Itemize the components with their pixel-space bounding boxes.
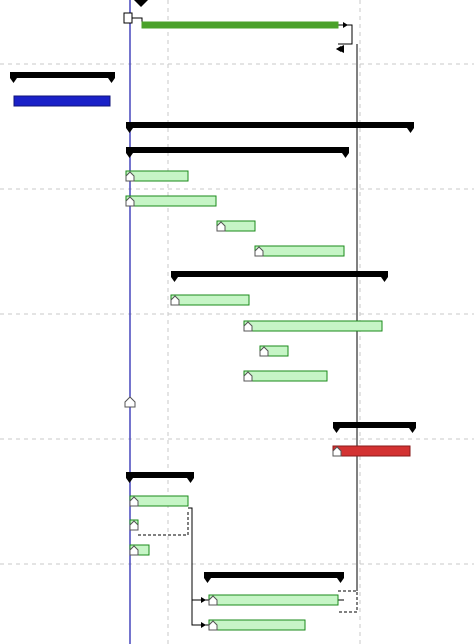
- task-start-marker: [254, 246, 264, 257]
- row-marker-box: [123, 12, 133, 24]
- summary-bar-start-cap: [126, 478, 133, 483]
- summary-bar-start-cap: [126, 153, 133, 158]
- summary-bar-end-cap: [187, 478, 194, 483]
- task-bar[interactable]: [125, 195, 217, 207]
- summary-bar-end-cap: [342, 153, 349, 158]
- bars-layer: [10, 0, 416, 631]
- summary-task-bar-green[interactable]: [141, 21, 339, 29]
- summary-bar[interactable]: [126, 122, 414, 128]
- summary-bar-start-cap: [171, 277, 178, 282]
- summary-bar[interactable]: [10, 72, 115, 78]
- summary-bar[interactable]: [333, 422, 416, 428]
- task-bar[interactable]: [170, 294, 250, 306]
- summary-bar-start-cap: [126, 128, 133, 133]
- summary-bar-end-cap: [381, 277, 388, 282]
- task-start-marker: [243, 321, 253, 332]
- task-start-marker: [125, 171, 135, 182]
- dependency-links: [132, 17, 358, 628]
- summary-bar[interactable]: [204, 572, 344, 578]
- link-loop-right: [338, 24, 353, 45]
- link-dashed-short: [138, 511, 189, 536]
- link-arrow-task-22: [201, 597, 206, 603]
- summary-bar[interactable]: [171, 271, 388, 277]
- task-bar[interactable]: [254, 245, 345, 257]
- summary-bar-start-cap: [204, 578, 211, 583]
- task-start-marker: [259, 346, 269, 357]
- summary-bar-end-cap: [409, 428, 416, 433]
- task-bar[interactable]: [129, 495, 189, 507]
- task-bar[interactable]: [208, 594, 339, 606]
- summary-bar-end-cap: [108, 78, 115, 83]
- task-start-marker: [125, 196, 135, 207]
- task-start-marker: [170, 295, 180, 306]
- task-bar[interactable]: [243, 320, 383, 332]
- summary-bar-start-cap: [10, 78, 17, 83]
- task-start-marker: [243, 371, 253, 382]
- link-dashed-right: [338, 590, 358, 613]
- link-arrow-right: [343, 22, 348, 28]
- task-start-marker: [129, 496, 139, 507]
- task-start-marker: [129, 520, 139, 531]
- blue-task-bar[interactable]: [13, 95, 111, 107]
- task-start-marker: [129, 545, 139, 556]
- task-start-marker: [208, 595, 218, 606]
- summary-bar-end-cap: [337, 578, 344, 583]
- link-to-task-23: [191, 600, 209, 626]
- summary-bar[interactable]: [126, 147, 349, 153]
- task-start-marker: [332, 446, 342, 457]
- link-arrow-task-23: [201, 622, 206, 628]
- link-arrow-head: [336, 45, 344, 53]
- summary-bar[interactable]: [126, 472, 194, 478]
- summary-bar-start-cap: [333, 428, 340, 433]
- task-bar[interactable]: [125, 170, 189, 182]
- task-start-marker: [208, 620, 218, 631]
- link-start-connector: [132, 17, 143, 25]
- task-bar[interactable]: [243, 370, 328, 382]
- task-bar[interactable]: [208, 619, 306, 631]
- task-start-marker: [216, 221, 226, 232]
- summary-bar-end-cap: [407, 128, 414, 133]
- critical-task-bar[interactable]: [332, 445, 411, 457]
- top-edge-marker: [134, 0, 148, 7]
- milestone-marker[interactable]: [124, 396, 136, 408]
- link-to-task-22: [188, 507, 209, 601]
